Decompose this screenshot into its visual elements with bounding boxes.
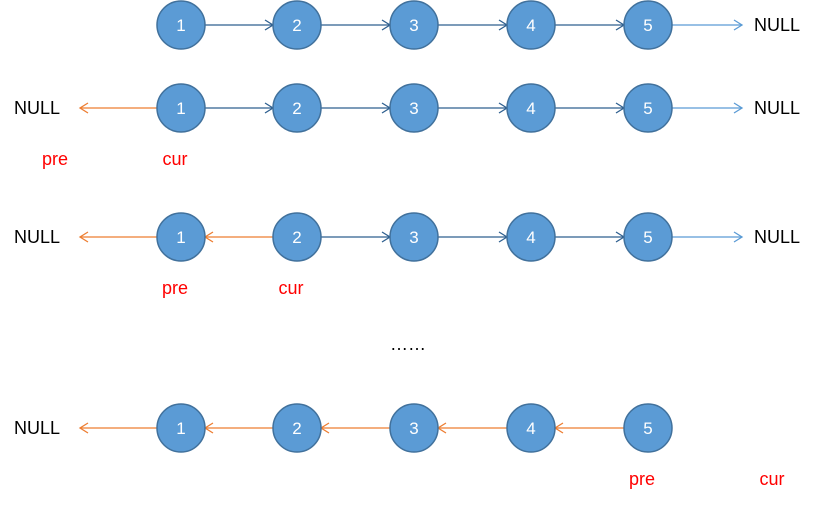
row-2-node-2 bbox=[272, 83, 322, 133]
row-2-node-2-label: 2 bbox=[292, 99, 301, 118]
row-3-arrow-4-to-5 bbox=[555, 231, 626, 243]
row-4-node-4 bbox=[506, 403, 556, 453]
row-4-node-3-label: 3 bbox=[409, 419, 418, 438]
row-1-node-3-label: 3 bbox=[409, 16, 418, 35]
row-1-arrow-2-to-3 bbox=[321, 19, 392, 31]
row-3-pointer-cur: cur bbox=[278, 278, 303, 298]
row-2-null-left: NULL bbox=[14, 98, 60, 118]
row-4-node-2 bbox=[272, 403, 322, 453]
row-2-node-1-label: 1 bbox=[176, 99, 185, 118]
row-3-arrow-2-to-1 bbox=[203, 231, 273, 243]
row-2-arrow-3-to-4 bbox=[438, 102, 509, 114]
row-2-node-4 bbox=[506, 83, 556, 133]
row-3-pointer-pre: pre bbox=[162, 278, 188, 298]
row-2-node-3-label: 3 bbox=[409, 99, 418, 118]
row-4-arrow-to-null-left bbox=[78, 422, 157, 434]
row-4-node-4-label: 4 bbox=[526, 419, 535, 438]
row-1-node-4 bbox=[506, 0, 556, 50]
row-1-arrow-4-to-5 bbox=[555, 19, 626, 31]
row-1-arrow-3-to-4 bbox=[438, 19, 509, 31]
row-4-node-5 bbox=[623, 403, 673, 453]
row-2-node-3 bbox=[389, 83, 439, 133]
row-2-arrow-1-to-2 bbox=[205, 102, 275, 114]
row-3-node-1 bbox=[156, 212, 206, 262]
row-2-node-4-label: 4 bbox=[526, 99, 535, 118]
row-1-node-5-label: 5 bbox=[643, 16, 652, 35]
row-3-node-2 bbox=[272, 212, 322, 262]
row-1-node-5 bbox=[623, 0, 673, 50]
row-3-node-4 bbox=[506, 212, 556, 262]
row-3-node-3-label: 3 bbox=[409, 228, 418, 247]
row-1-node-2 bbox=[272, 0, 322, 50]
row-1-node-3 bbox=[389, 0, 439, 50]
row-4-pointer-cur: cur bbox=[759, 469, 784, 489]
row-4-node-5-label: 5 bbox=[643, 419, 652, 438]
row-4-pointer-pre: pre bbox=[629, 469, 655, 489]
row-1-node-2-label: 2 bbox=[292, 16, 301, 35]
row-1-null-right: NULL bbox=[754, 15, 800, 35]
row-4-arrow-4-to-3 bbox=[436, 422, 507, 434]
row-2-pointer-pre: pre bbox=[42, 149, 68, 169]
row-3-arrow-2-to-3 bbox=[321, 231, 392, 243]
row-3-node-4-label: 4 bbox=[526, 228, 535, 247]
row-4-null-left: NULL bbox=[14, 418, 60, 438]
row-4-node-3 bbox=[389, 403, 439, 453]
row-3-arrow-to-null bbox=[672, 231, 744, 243]
row-2-pointer-cur: cur bbox=[162, 149, 187, 169]
row-4-arrow-2-to-1 bbox=[203, 422, 273, 434]
row-3-node-5-label: 5 bbox=[643, 228, 652, 247]
row-2-arrow-4-to-5 bbox=[555, 102, 626, 114]
ellipsis: …… bbox=[390, 334, 426, 354]
row-1-node-1-label: 1 bbox=[176, 16, 185, 35]
row-4-arrow-5-to-4 bbox=[553, 422, 624, 434]
row-1-node-1 bbox=[156, 0, 206, 50]
row-2-null-right: NULL bbox=[754, 98, 800, 118]
row-2-arrow-to-null-left bbox=[78, 102, 157, 114]
row-3-arrow-3-to-4 bbox=[438, 231, 509, 243]
row-4-arrow-3-to-2 bbox=[319, 422, 390, 434]
row-3-arrow-to-null-left bbox=[78, 231, 157, 243]
row-2-node-5 bbox=[623, 83, 673, 133]
row-2-node-5-label: 5 bbox=[643, 99, 652, 118]
row-1-arrow-to-null bbox=[672, 19, 744, 31]
row-4-node-1-label: 1 bbox=[176, 419, 185, 438]
row-2-node-1 bbox=[156, 83, 206, 133]
row-3-null-right: NULL bbox=[754, 227, 800, 247]
row-2-arrow-2-to-3 bbox=[321, 102, 392, 114]
row-4-node-1 bbox=[156, 403, 206, 453]
row-1-arrow-1-to-2 bbox=[205, 19, 275, 31]
row-4-node-2-label: 2 bbox=[292, 419, 301, 438]
row-3-node-3 bbox=[389, 212, 439, 262]
row-3-node-2-label: 2 bbox=[292, 228, 301, 247]
row-3-node-1-label: 1 bbox=[176, 228, 185, 247]
row-3-null-left: NULL bbox=[14, 227, 60, 247]
row-2-arrow-to-null bbox=[672, 102, 744, 114]
row-1-node-4-label: 4 bbox=[526, 16, 535, 35]
row-3-node-5 bbox=[623, 212, 673, 262]
